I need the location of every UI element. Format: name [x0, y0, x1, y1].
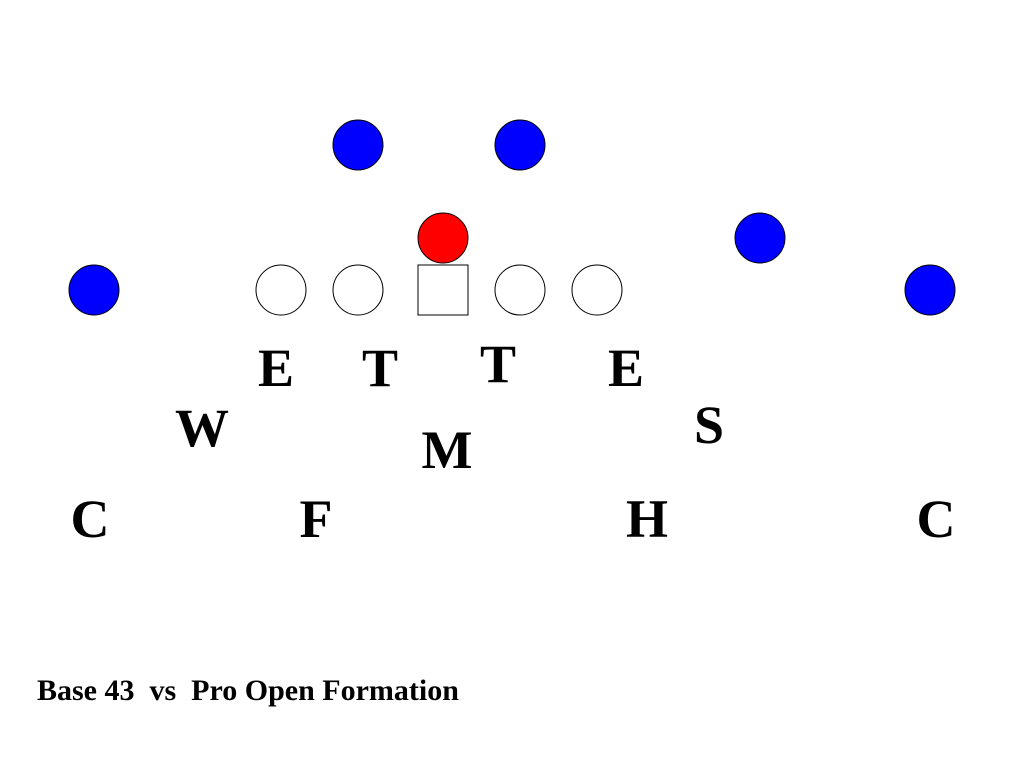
defense-label-h: H — [626, 489, 668, 549]
offense-players — [68, 119, 956, 316]
defense-label-t: T — [480, 334, 516, 394]
offense-center-square — [417, 264, 469, 316]
defense-label-f: F — [300, 489, 333, 549]
offense-quarterback-circle — [417, 212, 469, 264]
defense-label-c: C — [917, 489, 956, 549]
offense-lineman-circle — [332, 264, 384, 316]
offense-skill-circle — [734, 212, 786, 264]
defense-label-c: C — [71, 489, 110, 549]
offense-skill-circle — [494, 119, 546, 171]
diagram-caption: Base 43 vs Pro Open Formation — [37, 674, 459, 707]
offense-skill-circle — [68, 264, 120, 316]
defense-label-e: E — [608, 338, 644, 398]
defense-label-m: M — [422, 420, 473, 480]
defense-label-w: W — [175, 398, 229, 458]
offense-lineman-circle — [255, 264, 307, 316]
offense-lineman-circle — [494, 264, 546, 316]
defense-label-s: S — [694, 395, 724, 455]
defense-label-e: E — [258, 338, 294, 398]
offense-skill-circle — [904, 264, 956, 316]
offense-skill-circle — [332, 119, 384, 171]
offense-lineman-circle — [571, 264, 623, 316]
defense-label-t: T — [362, 338, 398, 398]
